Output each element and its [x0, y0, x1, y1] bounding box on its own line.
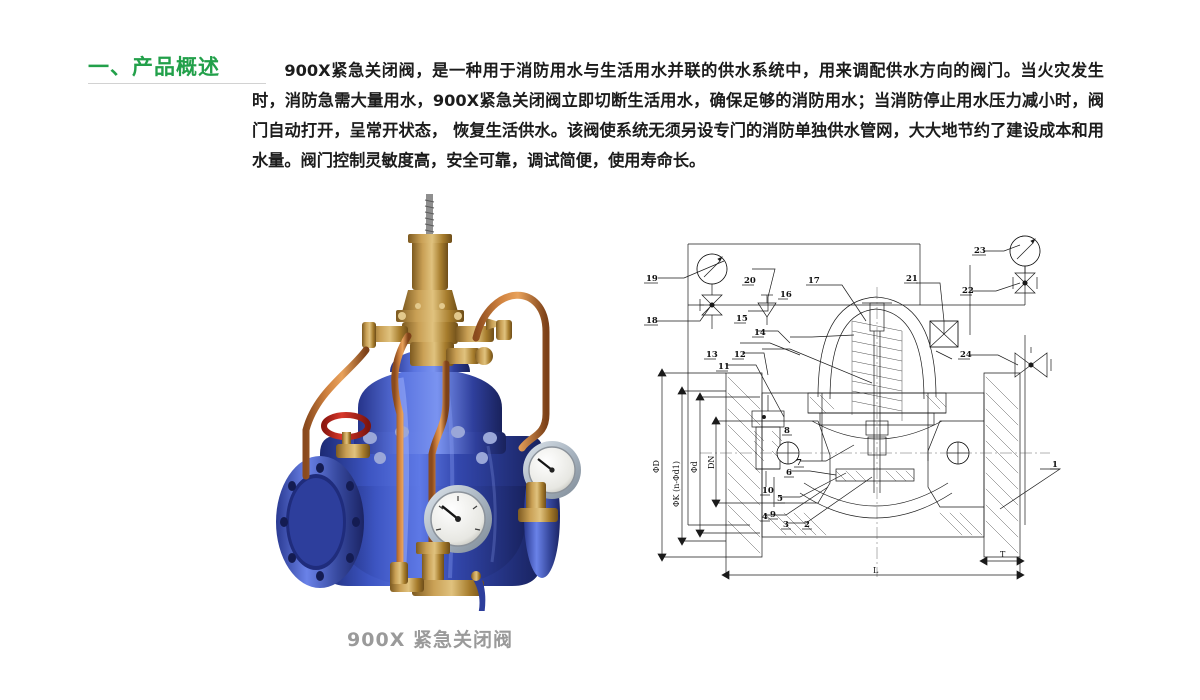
- technical-drawing: ΦD ΦK (n-Φd1) Φd DN L T: [640, 225, 1110, 595]
- gauge-19-symbol: [696, 253, 728, 295]
- callout-6: 6: [786, 468, 792, 478]
- section-header: 一、产品概述: [88, 55, 266, 85]
- valve-18-symbol: [699, 294, 723, 329]
- section-hatching: [727, 376, 1019, 554]
- overview-text: 900X紧急关闭阀，是一种用于消防用水与生活用水并联的供水系统中，用来调配供水方…: [252, 56, 1104, 176]
- callout-12: 12: [734, 350, 746, 360]
- valve-12-symbol: [757, 294, 777, 325]
- callout-20: 20: [744, 276, 756, 286]
- gauge-23-symbol: [1009, 235, 1041, 273]
- callout-1: 1: [1052, 460, 1058, 470]
- valve-21-symbol: [929, 320, 959, 360]
- product-photo: [250, 186, 610, 611]
- dimension-labels-left: ΦD ΦK (n-Φd1) Φd DN: [652, 456, 716, 507]
- centre-lines: [700, 287, 1050, 577]
- handwheel-valve: [321, 412, 371, 458]
- overview-paragraph: 900X紧急关闭阀，是一种用于消防用水与生活用水并联的供水系统中，用来调配供水方…: [252, 61, 1104, 170]
- callout-9: 9: [770, 510, 776, 520]
- copper-tubing: [302, 291, 550, 580]
- pilot-valve: [362, 194, 512, 366]
- dim-label-DN: DN: [707, 456, 716, 469]
- callout-2: 2: [804, 520, 810, 530]
- control-piping: [687, 243, 1026, 526]
- callout-3: 3: [783, 520, 789, 530]
- dim-label-T: T: [1000, 550, 1006, 559]
- callout-19: 19: [646, 274, 658, 284]
- callout-24: 24: [960, 350, 972, 360]
- callout-15: 15: [736, 314, 748, 324]
- callout-18: 18: [646, 316, 658, 326]
- photo-caption: 900X 紧急关闭阀: [347, 629, 513, 651]
- valve-24-symbol: [1014, 347, 1052, 378]
- dimension-lines-bottom: [721, 556, 1025, 580]
- title-divider: [88, 83, 266, 85]
- dim-label-phid: Φd: [690, 461, 699, 473]
- valve-body-section: [725, 372, 1021, 558]
- callout-numbers: 1 2 3 4 5 6 7 8 9 10 11 12 13 14 15 16 1…: [646, 246, 1058, 530]
- callout-14: 14: [754, 328, 766, 338]
- callout-21: 21: [906, 274, 918, 284]
- diaphragm-plate: [811, 412, 943, 440]
- callout-leaders: [656, 244, 1062, 524]
- dim-label-phiK: ΦK (n-Φd1): [672, 461, 681, 507]
- callout-8: 8: [784, 426, 790, 436]
- callout-23: 23: [974, 246, 986, 256]
- page-title: 一、产品概述: [88, 55, 220, 79]
- pilot-block: [751, 395, 785, 470]
- callout-17: 17: [808, 276, 820, 286]
- dim-label-phiD: ΦD: [652, 460, 661, 473]
- pressure-gauge-front: [424, 485, 492, 553]
- callout-4: 4: [762, 512, 768, 522]
- callout-7: 7: [796, 458, 802, 468]
- callout-underlines: [644, 254, 1060, 530]
- dim-label-L: L: [873, 566, 879, 575]
- valve-22-symbol: [1012, 272, 1038, 294]
- dimension-lines-left: [657, 368, 762, 562]
- callout-16: 16: [780, 290, 792, 300]
- callout-11: 11: [718, 362, 730, 372]
- inlet-flange: [276, 456, 364, 588]
- bottom-brass-fittings: [390, 482, 558, 611]
- callout-22: 22: [962, 286, 974, 296]
- callout-5: 5: [777, 494, 783, 504]
- callout-10: 10: [762, 486, 774, 496]
- callout-13: 13: [706, 350, 718, 360]
